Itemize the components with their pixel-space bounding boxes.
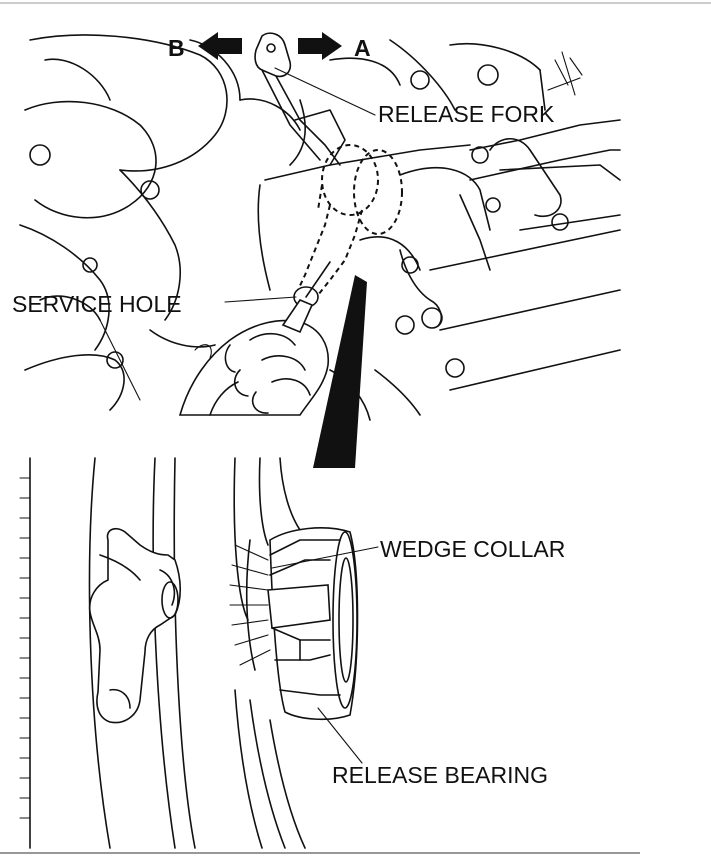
leader-lines	[224, 67, 379, 764]
release-fork-label: RELEASE FORK	[378, 101, 555, 127]
direction-label-b: B	[168, 35, 185, 61]
wedge-collar-label: WEDGE COLLAR	[380, 536, 565, 562]
release-bearing-leader	[317, 707, 363, 764]
service-hole-label: SERVICE HOLE	[12, 291, 182, 317]
service-hole-leader	[224, 296, 297, 303]
callout-wedge	[313, 275, 367, 468]
direction-label-a: A	[354, 35, 371, 61]
release-bearing-label: RELEASE BEARING	[332, 762, 548, 788]
part-labels: RELEASE FORK SERVICE HOLE WEDGE COLLAR R…	[12, 101, 565, 788]
transmission-housing-illustration	[19, 32, 621, 421]
wedge-collar-leader	[271, 546, 379, 569]
direction-arrows: B A	[168, 32, 371, 61]
release-fork-leader	[274, 67, 376, 116]
arrow-b-icon	[198, 32, 242, 60]
arrow-a-icon	[298, 32, 342, 60]
bearing-closeup-illustration	[19, 457, 359, 849]
